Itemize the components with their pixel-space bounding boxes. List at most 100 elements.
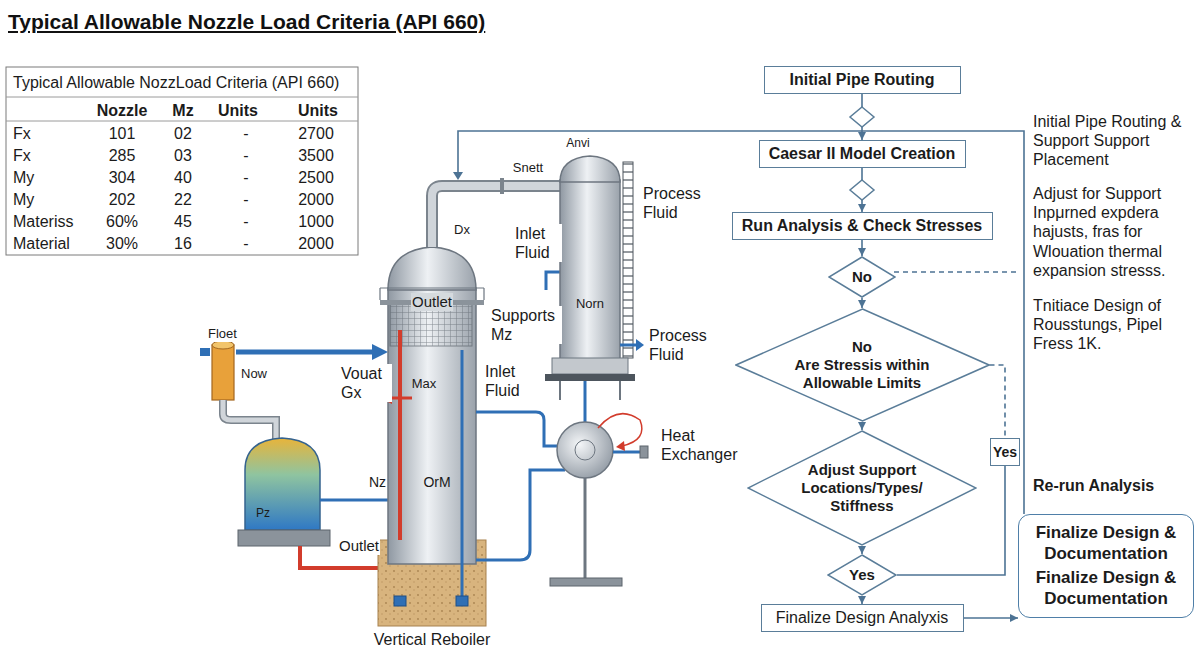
box-text: Run Analysis & Check Stresses	[742, 216, 982, 235]
result-panel: Finalize Design & DocumentationFinalize …	[1018, 514, 1194, 618]
table-cell: My	[12, 190, 35, 209]
branch-label: No	[787, 338, 937, 356]
valve-symbol	[640, 446, 648, 458]
valve-symbol	[394, 596, 406, 606]
node-text: Adjust Support Locations/Types/ Stiffnes…	[795, 461, 930, 515]
pipe	[461, 350, 464, 600]
flange	[500, 178, 504, 194]
pipe	[546, 272, 560, 290]
table-cell: 02	[173, 124, 193, 143]
flow-connector	[861, 240, 863, 256]
part-label: Outlet	[338, 537, 380, 555]
ladder	[623, 162, 633, 358]
valve-symbol	[200, 348, 210, 356]
flow-connector	[861, 596, 863, 604]
box-text: Yes	[993, 444, 1017, 461]
process-box: Initial Pipe Routing	[764, 66, 961, 94]
side-note: Adjust for Support Inpμrned expdera haju…	[1032, 184, 1196, 280]
table-cell: Material	[12, 234, 71, 253]
page-title: Typical Allowable Nozzle Load Criteria (…	[8, 10, 485, 34]
table-cell: 101	[108, 124, 137, 143]
part-label: Inlet Fluid	[514, 224, 562, 262]
diamond-text: NoAre Stressis within Allowable Limits	[787, 338, 937, 392]
table-cell: -	[242, 234, 249, 253]
table-cell: 1000	[297, 212, 335, 231]
hot-pipe	[398, 330, 402, 540]
diamond-text: Adjust Support Locations/Types/ Stiffnes…	[795, 461, 930, 515]
step-note: Re-run Analysis	[1032, 476, 1155, 495]
table-cell: 2500	[297, 168, 335, 187]
pipe	[223, 400, 276, 444]
exchanger-stand	[584, 478, 587, 578]
moment-arrow	[598, 414, 642, 446]
support-leg	[560, 381, 620, 400]
feed-vessel	[245, 438, 320, 530]
pipe	[476, 470, 565, 560]
part-label: Vouat Gx	[340, 364, 392, 402]
flow-connector	[964, 617, 1019, 619]
table-column-head: Units	[217, 101, 259, 120]
diamond-outline-path	[748, 431, 976, 545]
table-rule	[6, 121, 358, 122]
pipe	[320, 499, 388, 502]
node-text: Are Stressis within Allowable Limits	[787, 356, 937, 392]
diamond-outline-path	[736, 309, 989, 421]
table-cell: 2000	[297, 190, 335, 209]
decision-diamond: NoAre Stressis within Allowable Limits	[735, 308, 990, 422]
column-head	[560, 156, 620, 182]
table-cell: My	[12, 168, 35, 187]
table-cell: -	[242, 212, 249, 231]
table-cell: 40	[173, 168, 193, 187]
table-cell: 2000	[297, 234, 335, 253]
table-column-head: Nozzle	[96, 101, 149, 120]
pipe	[584, 381, 587, 422]
pipe	[620, 344, 636, 347]
small-decision-diamond	[850, 180, 874, 200]
pipe	[223, 400, 276, 444]
heat-exchanger-shell	[557, 422, 613, 478]
table-cell: 45	[173, 212, 193, 231]
figure-label: Vertical Reboiler	[373, 630, 492, 649]
table-cell: -	[242, 146, 249, 165]
decision-diamond: Adjust Support Locations/Types/ Stiffnes…	[747, 430, 977, 546]
part-label: Max	[411, 376, 438, 392]
flow-arrowhead	[636, 339, 644, 351]
table-cell: 60%	[105, 212, 139, 231]
diamond-text: No	[842, 268, 882, 286]
table-heading: Typical Allowable NozzLoad Criteria (API…	[12, 73, 340, 92]
table-cell: -	[242, 168, 249, 187]
flow-connector	[861, 422, 863, 430]
part-label: Heat Exchanger	[660, 426, 752, 464]
exchanger-nozzle	[575, 440, 595, 460]
side-note: Tnitiace Design of Rousstungs, Pipel Fre…	[1032, 296, 1194, 354]
part-label: Norn	[575, 296, 605, 312]
part-label: Floet	[207, 326, 238, 342]
node-text: Yes	[842, 566, 882, 584]
part-label: Process Fluid	[642, 184, 714, 222]
process-box: Run Analysis & Check Stresses	[732, 212, 993, 240]
table-cell: 285	[108, 146, 137, 165]
load-arrow	[392, 397, 412, 400]
node-text: Initial Pipe Routing	[790, 70, 935, 89]
node-text: Finalize Design & Documentation	[1026, 523, 1186, 564]
table-frame	[6, 67, 358, 255]
table-cell: 3500	[297, 146, 335, 165]
part-label: Anvi	[565, 136, 590, 150]
table-cell: 202	[108, 190, 137, 209]
small-decision-diamond	[850, 107, 874, 127]
table-cell: -	[242, 190, 249, 209]
drum-cap	[212, 341, 234, 349]
part-label: Process Fluid	[648, 326, 720, 364]
table-cell: -	[242, 124, 249, 143]
dashed-leader	[894, 271, 1020, 272]
diamond-outline-path	[829, 257, 895, 297]
table-cell: 03	[173, 146, 193, 165]
part-label: Supports Mz	[490, 306, 562, 344]
part-label: OrM	[422, 474, 451, 491]
orange-drum	[212, 345, 234, 400]
exchanger-base	[550, 578, 622, 586]
node-text: Yes	[993, 444, 1017, 461]
valve-symbol	[456, 596, 468, 606]
